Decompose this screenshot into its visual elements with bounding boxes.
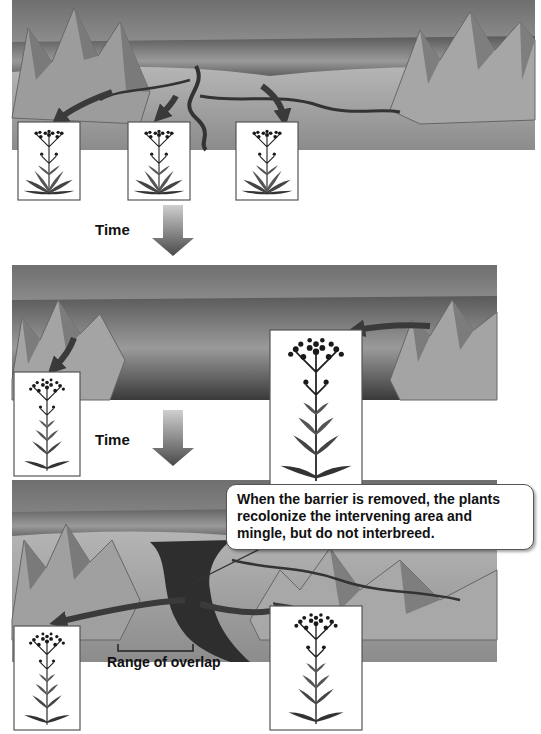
plant-box-part — [270, 606, 362, 730]
landscape-panel-part — [118, 644, 193, 651]
landscape-panel-part — [22, 300, 80, 364]
time-arrow — [152, 410, 194, 466]
landscape-panel-part — [58, 600, 185, 622]
plant-box-part — [281, 338, 352, 481]
callout-text: When the barrier is removed, the plants … — [237, 491, 523, 541]
plant-box-part — [18, 122, 80, 200]
plant-box-part — [270, 330, 362, 490]
landscape-panel-part — [420, 12, 535, 84]
plant-box-part — [241, 130, 292, 195]
landscape-panel — [12, 265, 497, 400]
landscape-panel-part — [12, 524, 140, 640]
landscape-panel-part — [390, 300, 497, 400]
time-label: Time — [95, 221, 130, 238]
plant-box-part — [236, 122, 298, 200]
landscape-panel-part — [200, 96, 400, 112]
plant-box — [18, 122, 298, 200]
time-arrow-part — [152, 205, 194, 256]
plant-box-part — [14, 626, 80, 730]
landscape-panel-part — [24, 524, 90, 590]
callout-box: When the barrier is removed, the plants … — [226, 484, 534, 550]
landscape-panel-part — [390, 12, 535, 124]
time-arrow-part — [152, 410, 194, 466]
landscape-panel-part — [160, 96, 176, 116]
landscape-panel-part — [12, 296, 497, 400]
landscape-panel-part — [12, 265, 497, 400]
landscape-panel-part — [12, 8, 150, 124]
landscape-panel-part — [28, 8, 150, 92]
landscape-panel-part — [412, 300, 474, 362]
time-label: Time — [95, 431, 130, 448]
plant-box-part — [23, 130, 74, 195]
landscape-panel-part — [232, 560, 460, 600]
landscape-panel-part — [262, 86, 284, 118]
time-arrow — [152, 205, 194, 256]
plant-box-part — [14, 372, 80, 476]
landscape-panel-part — [54, 338, 74, 368]
range-label: Range of overlap — [107, 654, 221, 670]
plant-box-part — [133, 130, 184, 195]
plant-box-part — [24, 379, 70, 471]
landscape-panel-part — [356, 325, 430, 330]
plant-box-part — [24, 633, 70, 725]
landscape-panel-part — [190, 548, 262, 584]
landscape-panel-part — [189, 66, 206, 150]
landscape-panel-part — [58, 92, 112, 120]
plant-box-part — [288, 613, 343, 724]
plant-box-part — [128, 122, 190, 200]
